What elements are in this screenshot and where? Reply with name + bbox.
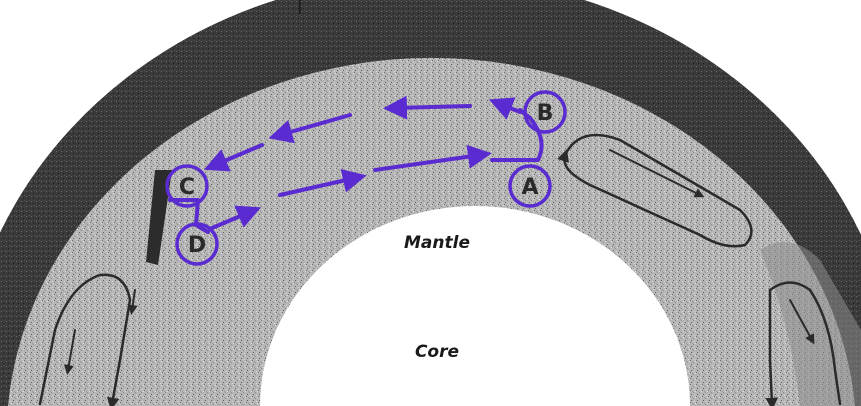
- mantle-label: Mantle: [404, 233, 470, 253]
- core-label: Core: [415, 342, 459, 362]
- point-c-label: C: [179, 175, 195, 200]
- point-a-label: A: [521, 175, 538, 200]
- point-b-label: B: [537, 101, 554, 126]
- point-d-label: D: [188, 233, 206, 258]
- path-b-to-c-top: [395, 106, 470, 108]
